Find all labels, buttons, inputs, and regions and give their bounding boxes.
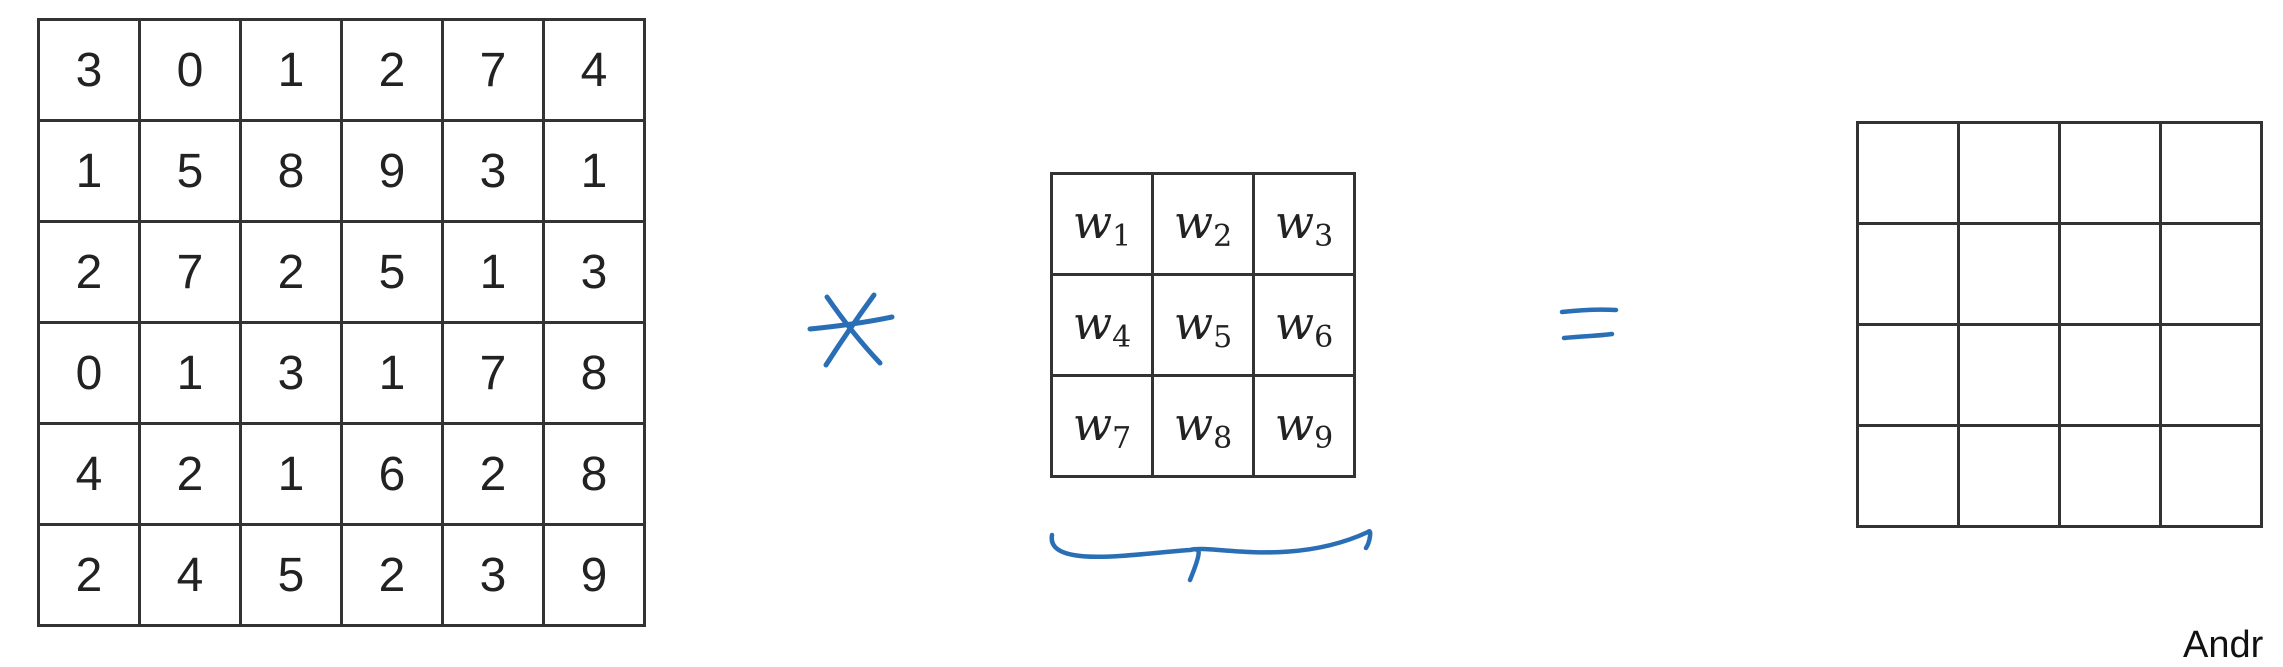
weight-symbol: w	[1274, 396, 1315, 451]
output-cell	[2159, 121, 2263, 225]
input-cell: 2	[239, 220, 343, 324]
input-cell: 2	[441, 422, 545, 526]
convolution-star-icon	[807, 292, 895, 368]
output-cell	[1856, 121, 1960, 225]
input-cell: 7	[441, 18, 545, 122]
weight-symbol: w	[1274, 194, 1315, 249]
weight-symbol: w	[1173, 396, 1214, 451]
output-cell	[2058, 222, 2162, 326]
filter-cell: w8	[1151, 374, 1255, 478]
weight-symbol: w	[1072, 396, 1113, 451]
weight-index: 3	[1314, 218, 1334, 254]
output-matrix-row	[1856, 424, 2263, 528]
weight-symbol: w	[1274, 295, 1315, 350]
output-matrix-row	[1856, 121, 2263, 225]
output-cell	[2058, 424, 2162, 528]
filter-cell: w9	[1252, 374, 1356, 478]
output-cell	[2159, 222, 2263, 326]
weight-index: 9	[1314, 420, 1334, 456]
input-cell: 8	[542, 422, 646, 526]
weight-index: 7	[1112, 420, 1132, 456]
input-cell: 3	[542, 220, 646, 324]
filter-cell: w5	[1151, 273, 1255, 377]
input-cell: 0	[138, 18, 242, 122]
output-cell	[1957, 222, 2061, 326]
input-cell: 6	[340, 422, 444, 526]
input-cell: 2	[340, 18, 444, 122]
input-cell: 2	[138, 422, 242, 526]
input-cell: 2	[340, 523, 444, 627]
input-cell: 2	[37, 523, 141, 627]
input-cell: 3	[37, 18, 141, 122]
input-cell: 1	[441, 220, 545, 324]
input-cell: 1	[239, 18, 343, 122]
weight-symbol: w	[1173, 295, 1214, 350]
output-cell	[1957, 323, 2061, 427]
input-cell: 3	[441, 119, 545, 223]
input-cell: 5	[340, 220, 444, 324]
filter-cell: w2	[1151, 172, 1255, 276]
weight-index: 4	[1112, 319, 1132, 355]
input-cell: 4	[542, 18, 646, 122]
filter-cell: w7	[1050, 374, 1154, 478]
input-cell: 1	[138, 321, 242, 425]
output-matrix-row	[1856, 222, 2263, 326]
output-matrix-row	[1856, 323, 2263, 427]
equals-sign-icon	[1559, 307, 1619, 341]
input-cell: 3	[239, 321, 343, 425]
input-cell: 9	[542, 523, 646, 627]
output-cell	[2159, 424, 2263, 528]
weight-index: 6	[1314, 319, 1334, 355]
input-cell: 7	[138, 220, 242, 324]
output-cell	[1856, 424, 1960, 528]
filter-cell: w6	[1252, 273, 1356, 377]
input-cell: 7	[441, 321, 545, 425]
input-cell: 2	[37, 220, 141, 324]
weight-index: 2	[1213, 218, 1233, 254]
output-cell	[2159, 323, 2263, 427]
watermark: Andr	[2183, 624, 2264, 666]
brace-icon	[1049, 529, 1373, 583]
input-cell: 9	[340, 119, 444, 223]
input-cell: 8	[239, 119, 343, 223]
input-cell: 1	[239, 422, 343, 526]
output-cell	[1856, 222, 1960, 326]
filter-cell: w4	[1050, 273, 1154, 377]
weight-symbol: w	[1072, 194, 1113, 249]
filter-cell: w3	[1252, 172, 1356, 276]
input-cell: 1	[37, 119, 141, 223]
weight-symbol: w	[1072, 295, 1113, 350]
output-cell	[2058, 121, 2162, 225]
weight-index: 8	[1213, 420, 1233, 456]
filter-cell: w1	[1050, 172, 1154, 276]
output-cell	[1957, 424, 2061, 528]
output-cell	[1957, 121, 2061, 225]
input-cell: 4	[138, 523, 242, 627]
input-cell: 1	[340, 321, 444, 425]
weight-index: 5	[1213, 319, 1233, 355]
output-cell	[1856, 323, 1960, 427]
input-cell: 0	[37, 321, 141, 425]
output-matrix	[1856, 121, 2263, 528]
input-cell: 3	[441, 523, 545, 627]
output-cell	[2058, 323, 2162, 427]
input-cell: 5	[239, 523, 343, 627]
weight-symbol: w	[1173, 194, 1214, 249]
input-cell: 1	[542, 119, 646, 223]
input-cell: 4	[37, 422, 141, 526]
input-cell: 8	[542, 321, 646, 425]
weight-index: 1	[1112, 218, 1132, 254]
input-cell: 5	[138, 119, 242, 223]
